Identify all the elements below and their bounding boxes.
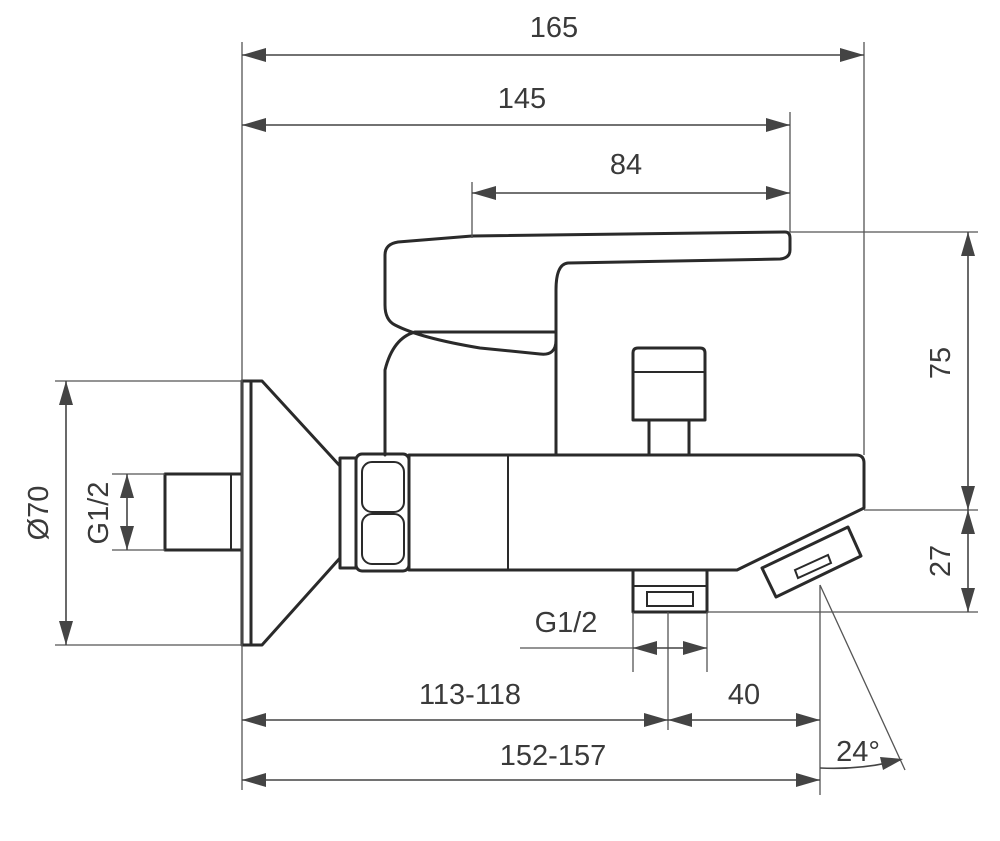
main-body: [407, 453, 866, 572]
diverter-stem: [647, 418, 691, 457]
dim-wall-to-outlet: 113-118: [419, 679, 521, 711]
dim-lever-height: 75: [925, 347, 957, 379]
faucet-body: [163, 230, 866, 647]
dim-outlet-thread: G1/2: [535, 607, 598, 639]
dim-lever-tip-length: 145: [498, 83, 546, 115]
extension-lines: [55, 42, 978, 795]
dim-spout-drop: 27: [925, 545, 957, 577]
dim-spout-angle: 24°: [836, 736, 880, 768]
collar: [338, 456, 358, 570]
cartridge-neck: [383, 330, 558, 457]
inlet-pipe: [163, 472, 244, 552]
dimension-lines: [59, 48, 975, 787]
dim-inlet-thread: G1/2: [83, 482, 115, 545]
lower-outlet: [631, 568, 709, 614]
dim-overall-length: 165: [530, 12, 578, 44]
dim-flange-diameter: Ø70: [23, 486, 55, 541]
dimension-labels: 165 145 84 75 27 Ø70 G1/2 G1/2 113-118 4…: [23, 12, 957, 772]
dim-lever-top-length: 84: [610, 149, 642, 181]
diverter-knob: [631, 346, 707, 422]
lever-handle: [383, 230, 792, 356]
spout-aerator: [760, 525, 863, 599]
wall-flange: [240, 379, 342, 647]
dim-wall-to-spout: 152-157: [500, 740, 606, 772]
dim-outlet-to-spout: 40: [728, 679, 760, 711]
